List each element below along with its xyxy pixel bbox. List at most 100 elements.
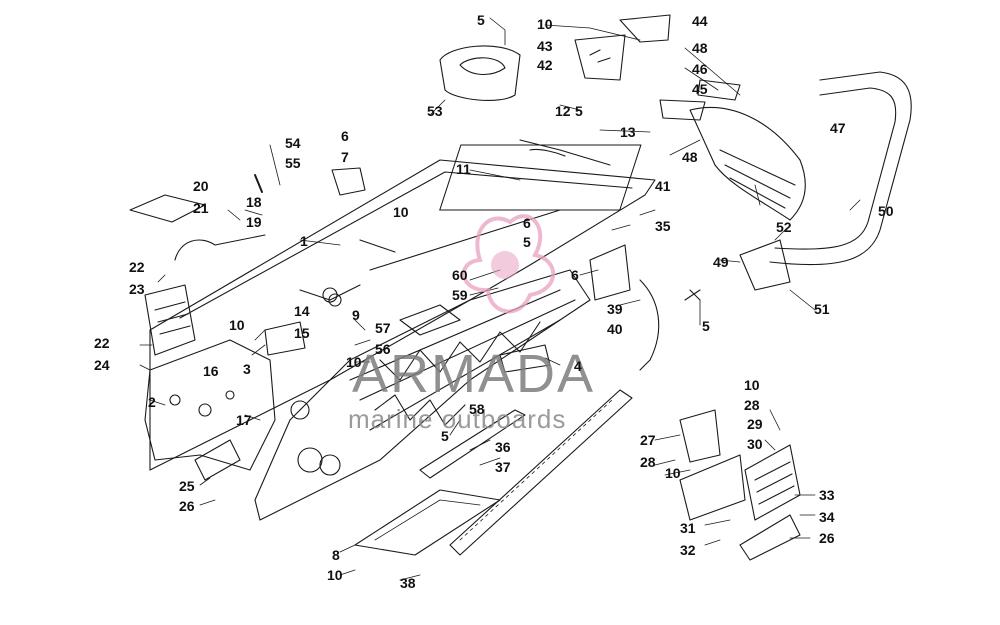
ecu-box-15	[264, 321, 306, 356]
part-callout-10: 10	[393, 204, 409, 220]
bracket-23	[144, 284, 196, 356]
part-callout-59: 59	[452, 287, 468, 303]
part-callout-19: 19	[246, 214, 262, 230]
part-callout-26: 26	[819, 530, 835, 546]
part-callout-5: 5	[441, 428, 449, 444]
footrest-left	[194, 439, 241, 481]
part-callout-27: 27	[640, 432, 656, 448]
part-callout-4: 4	[574, 358, 582, 374]
part-callout-41: 41	[655, 178, 671, 194]
part-callout-14: 14	[294, 303, 310, 319]
part-callout-5: 5	[702, 318, 710, 334]
part-callout-31: 31	[680, 520, 696, 536]
logo-core-icon	[491, 251, 519, 279]
part-callout-42: 42	[537, 57, 553, 73]
part-callout-15: 15	[294, 325, 310, 341]
part-callout-16: 16	[203, 363, 219, 379]
part-callout-29: 29	[747, 416, 763, 432]
part-callout-22: 22	[129, 259, 145, 275]
part-callout-40: 40	[607, 321, 623, 337]
tail-bracket	[574, 34, 626, 81]
part-callout-10: 10	[537, 16, 553, 32]
bracket-7	[331, 167, 366, 196]
part-callout-24: 24	[94, 357, 110, 373]
panel-27	[679, 409, 721, 463]
part-callout-6: 6	[523, 215, 531, 231]
part-callout-6: 6	[571, 267, 579, 283]
part-callout-49: 49	[713, 254, 729, 270]
rail-36	[419, 409, 526, 479]
part-callout-46: 46	[692, 61, 708, 77]
part-callout-48: 48	[692, 40, 708, 56]
rear-bumper-bar	[769, 71, 912, 266]
panel-33	[744, 444, 801, 521]
part-callout-5: 5	[477, 12, 485, 28]
part-callout-21: 21	[193, 200, 209, 216]
part-callout-50: 50	[878, 203, 894, 219]
part-callout-58: 58	[469, 401, 485, 417]
tunnel-assembly	[149, 139, 656, 471]
plate-4	[499, 344, 551, 373]
part-callout-30: 30	[747, 436, 763, 452]
part-callout-36: 36	[495, 439, 511, 455]
part-callout-7: 7	[341, 149, 349, 165]
part-callout-25: 25	[179, 478, 195, 494]
watermark-brand: ARMADA	[352, 344, 595, 404]
part-callout-10: 10	[229, 317, 245, 333]
part-callout-8: 8	[332, 547, 340, 563]
part-callout-11: 11	[456, 161, 471, 177]
armada-logo: ARMADA marine outboards	[348, 214, 595, 434]
part-callout-53: 53	[427, 103, 443, 119]
part-callout-17: 17	[236, 412, 252, 428]
part-callout-43: 43	[537, 38, 553, 54]
part-callout-5: 5	[575, 103, 583, 119]
part-callout-12: 12	[555, 103, 571, 119]
part-callout-18: 18	[246, 194, 262, 210]
part-callout-3: 3	[243, 361, 251, 377]
part-callout-10: 10	[665, 465, 681, 481]
footrest-right	[739, 514, 801, 561]
part-callout-39: 39	[607, 301, 623, 317]
tail-light-lens	[619, 14, 671, 43]
watermark-tagline: marine outboards	[348, 404, 566, 434]
part-callout-60: 60	[452, 267, 468, 283]
part-callout-48: 48	[682, 149, 698, 165]
part-callout-13: 13	[620, 124, 636, 140]
part-callout-20: 20	[193, 178, 209, 194]
part-callout-35: 35	[655, 218, 671, 234]
part-callout-22: 22	[94, 335, 110, 351]
part-callout-52: 52	[776, 219, 792, 235]
part-callout-10: 10	[346, 354, 362, 370]
rail-37	[449, 389, 633, 556]
part-callout-51: 51	[814, 301, 830, 317]
rear-flap	[689, 106, 806, 221]
part-callout-38: 38	[400, 575, 416, 591]
part-callout-6: 6	[341, 128, 349, 144]
part-callout-10: 10	[327, 567, 343, 583]
seat-pad	[439, 45, 521, 101]
part-callout-10: 10	[744, 377, 760, 393]
hood-mount-20	[129, 194, 206, 223]
part-callout-47: 47	[830, 120, 846, 136]
left-chassis-panel	[144, 339, 276, 471]
part-callout-55: 55	[285, 155, 301, 171]
part-callout-32: 32	[680, 542, 696, 558]
cable-40	[639, 279, 660, 371]
panel-29	[679, 454, 746, 521]
part-callout-44: 44	[692, 13, 708, 29]
part-callout-57: 57	[375, 320, 391, 336]
running-board	[354, 489, 501, 556]
part-callout-33: 33	[819, 487, 835, 503]
part-callout-26: 26	[179, 498, 195, 514]
part-callout-5: 5	[523, 234, 531, 250]
part-callout-9: 9	[352, 307, 360, 323]
part-callout-2: 2	[148, 394, 156, 410]
part-callout-34: 34	[819, 509, 835, 525]
part-callout-23: 23	[129, 281, 145, 297]
part-callout-1: 1	[300, 233, 308, 249]
part-callout-28: 28	[744, 397, 760, 413]
part-callout-28: 28	[640, 454, 656, 470]
